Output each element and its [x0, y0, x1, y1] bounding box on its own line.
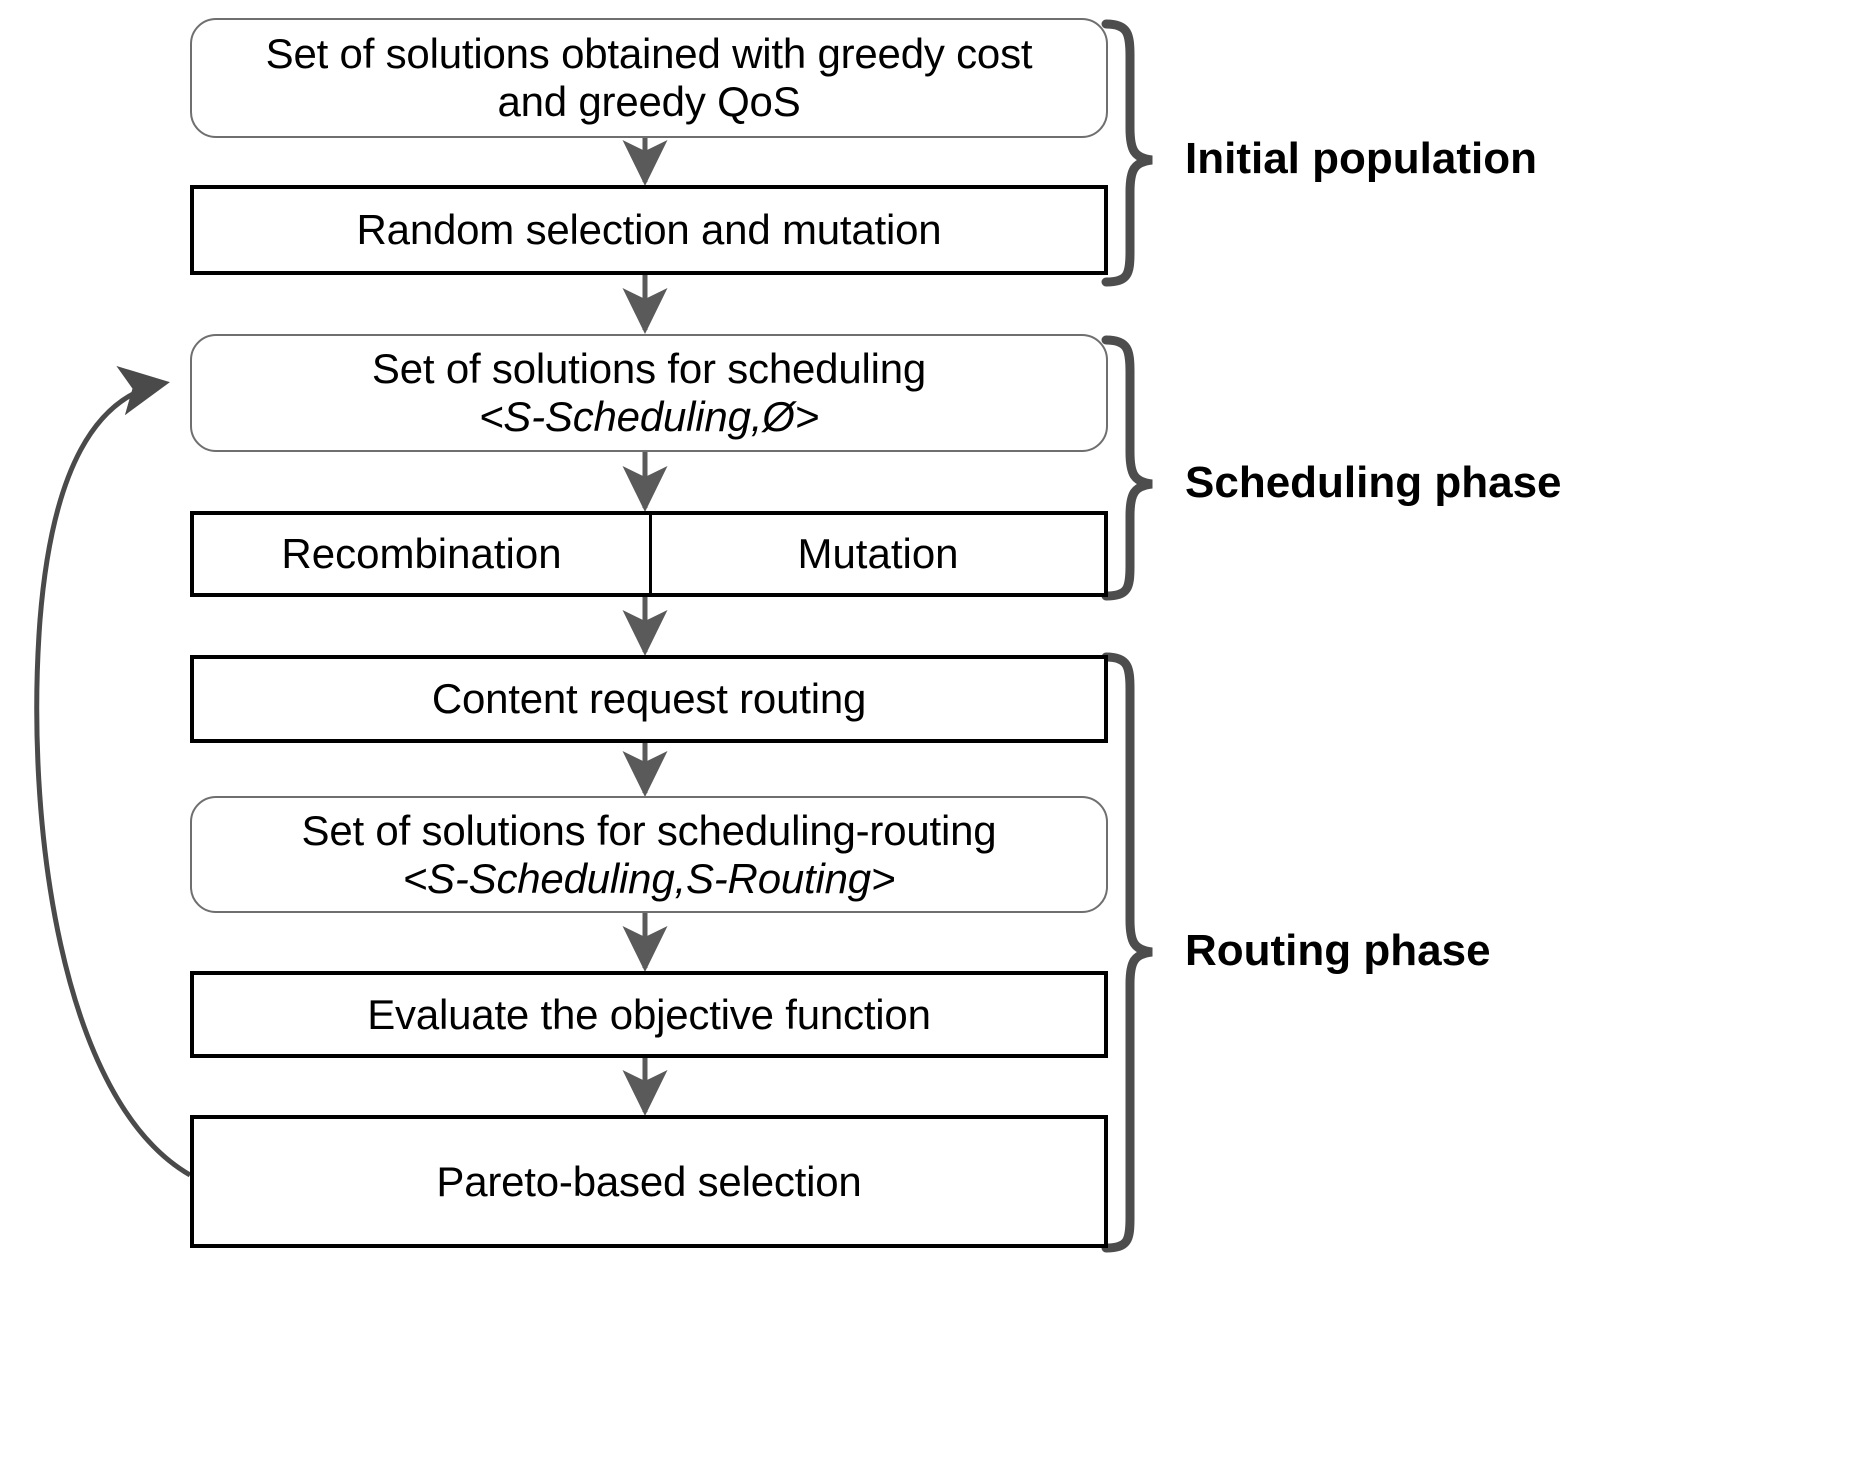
- brace-scheduling-phase: [1101, 335, 1153, 601]
- node-solutions-scheduling[interactable]: Set of solutions for scheduling<S-Schedu…: [190, 334, 1108, 452]
- node-pareto-selection-label: Pareto-based selection: [436, 1157, 862, 1205]
- feedback-loop-arrow: [34, 366, 192, 1178]
- node-evaluate-objective[interactable]: Evaluate the objective function: [190, 971, 1108, 1058]
- node-mutation[interactable]: Mutation: [649, 515, 1104, 593]
- phase-label-scheduling-phase: Scheduling phase: [1185, 458, 1562, 507]
- node-initial-solutions-label: Set of solutions obtained with greedy co…: [265, 30, 1033, 125]
- node-content-request-routing-label: Content request routing: [431, 675, 867, 723]
- node-mutation-label: Mutation: [797, 530, 959, 577]
- node-recombination[interactable]: Recombination: [194, 515, 649, 593]
- phase-label-routing-phase: Routing phase: [1185, 926, 1491, 975]
- node-random-selection-mutation-label: Random selection and mutation: [356, 206, 942, 254]
- node-pareto-selection[interactable]: Pareto-based selection: [190, 1115, 1108, 1248]
- node-evaluate-objective-label: Evaluate the objective function: [367, 990, 931, 1038]
- node-recombination-mutation[interactable]: Recombination Mutation: [190, 511, 1108, 597]
- node-content-request-routing[interactable]: Content request routing: [190, 655, 1108, 743]
- node-solutions-scheduling-routing[interactable]: Set of solutions for scheduling-routing<…: [190, 796, 1108, 913]
- brace-routing-phase: [1101, 652, 1153, 1253]
- node-solutions-scheduling-routing-label: Set of solutions for scheduling-routing<…: [301, 806, 997, 902]
- node-recombination-label: Recombination: [281, 530, 562, 577]
- brace-initial-population: [1101, 19, 1153, 287]
- phase-label-initial-population: Initial population: [1185, 134, 1537, 183]
- node-random-selection-mutation[interactable]: Random selection and mutation: [190, 185, 1108, 275]
- node-solutions-scheduling-label: Set of solutions for scheduling<S-Schedu…: [371, 345, 927, 440]
- node-initial-solutions[interactable]: Set of solutions obtained with greedy co…: [190, 18, 1108, 138]
